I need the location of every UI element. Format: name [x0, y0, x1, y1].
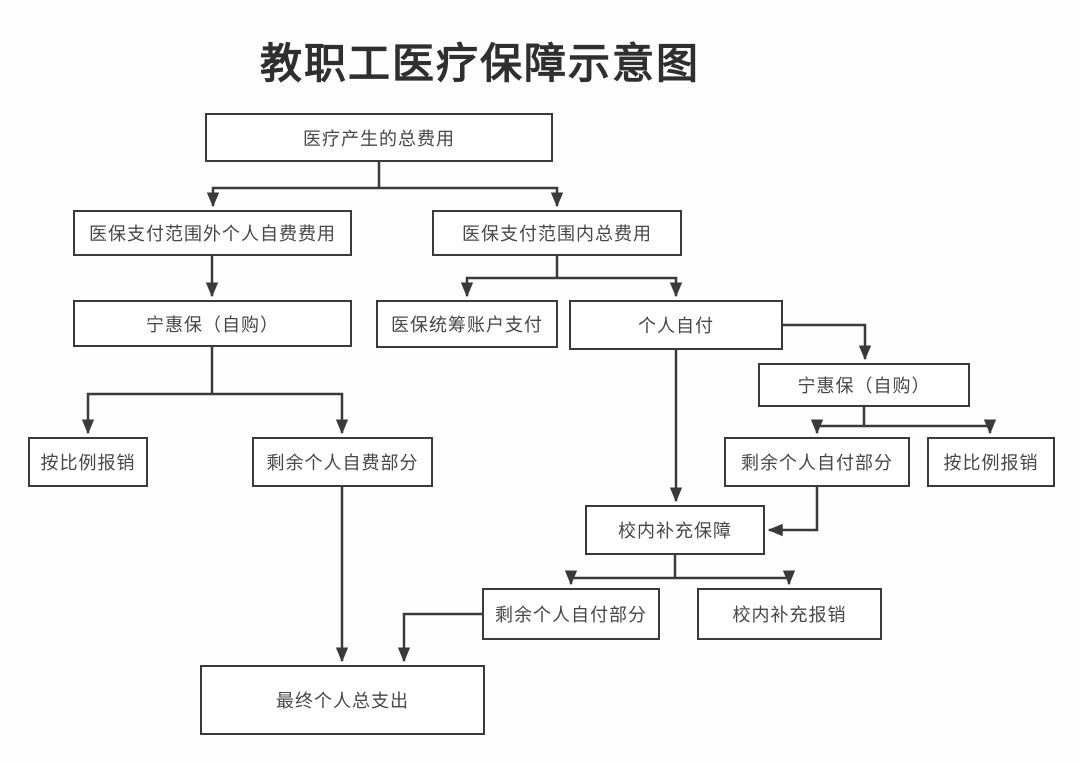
- connector-ninghuibao-right-to-remaining: [810, 419, 864, 435]
- connector-campus-to-remaining-bottom: [564, 570, 675, 586]
- connector-totalcost-to-outofscope: [206, 186, 379, 208]
- connector-remaining-bottom-to-final: [397, 612, 482, 663]
- node-ninghuibao-right: 宁惠保（自购）: [758, 363, 970, 407]
- node-remaining-self-pay-right: 剩余个人自付部分: [724, 437, 910, 487]
- connector-selfpay-to-ninghuibao-right: [783, 323, 872, 361]
- connector-remaining-right-to-campus-supplement: [767, 487, 819, 537]
- connector-totalcost-to-inscope: [379, 186, 564, 208]
- node-campus-supplement-reimburse: 校内补充报销: [697, 588, 882, 640]
- node-pro-rata-reimburse-left: 按比例报销: [28, 437, 148, 487]
- connector-ninghuibao-to-prorata-left: [81, 392, 212, 435]
- node-remaining-self-funded: 剩余个人自费部分: [252, 437, 433, 487]
- connector-campus-to-campus-reimburse: [675, 570, 796, 586]
- node-personal-self-pay: 个人自付: [569, 300, 783, 350]
- connector-inscope-to-pooled: [460, 276, 557, 298]
- node-out-of-scope-self-funded: 医保支付范围外个人自费费用: [73, 210, 352, 256]
- node-campus-supplement: 校内补充保障: [585, 505, 765, 555]
- connector-ninghuibao-right-to-prorata: [864, 419, 997, 435]
- connector-ninghuibao-to-remaining-selffunded: [212, 392, 349, 435]
- node-ninghuibao-left: 宁惠保（自购）: [73, 300, 352, 347]
- node-remaining-self-pay-bottom: 剩余个人自付部分: [482, 588, 660, 640]
- node-pooled-account-pay: 医保统筹账户支付: [376, 300, 558, 348]
- connector-inscope-to-selfpay: [557, 276, 683, 298]
- node-final-personal-total: 最终个人总支出: [200, 665, 485, 735]
- diagram-title: 教职工医疗保障示意图: [259, 40, 700, 87]
- node-total-cost: 医疗产生的总费用: [205, 113, 553, 162]
- node-in-scope-total: 医保支付范围内总费用: [432, 210, 682, 256]
- node-pro-rata-reimburse-right: 按比例报销: [927, 437, 1055, 487]
